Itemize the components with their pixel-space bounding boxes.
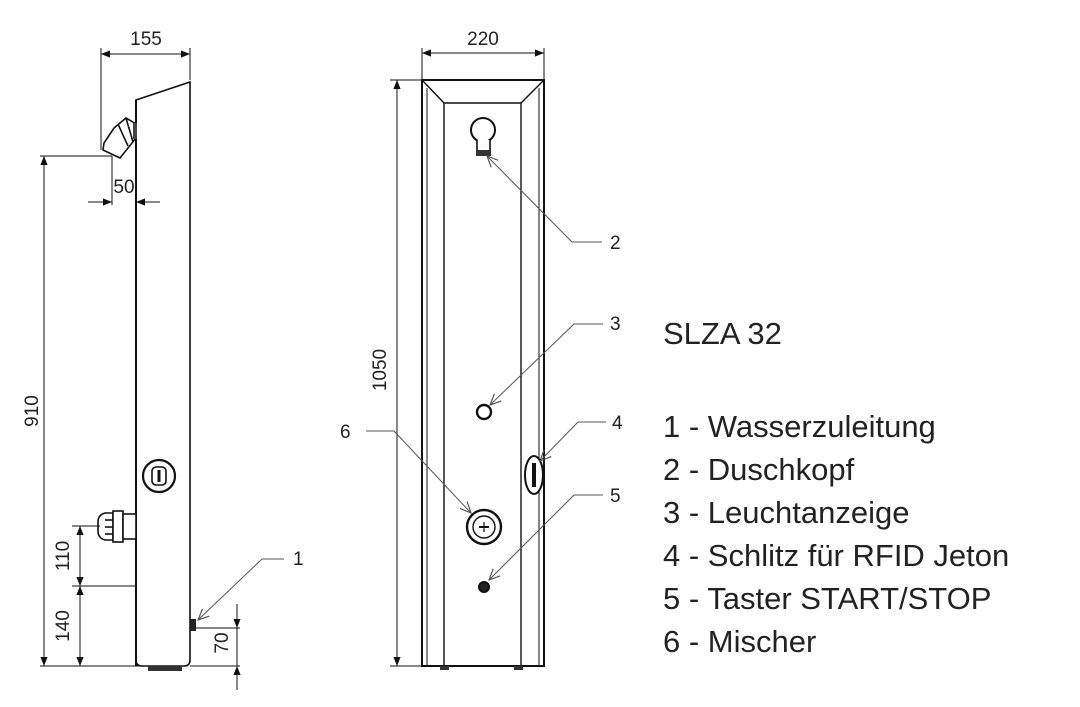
front-view [421,79,545,670]
legend-item-5: 5 - Taster START/STOP [663,581,992,616]
callout-3: 3 [610,314,621,335]
legend-item-3: 3 - Leuchtanzeige [663,495,910,530]
model-title: SLZA 32 [663,316,782,351]
front-column-outline [421,79,545,667]
side-column-foot [148,666,182,671]
dim-label-155: 155 [130,29,162,50]
legend-item-2: 2 - Duschkopf [663,452,855,487]
dim-label-140: 140 [53,610,74,642]
rfid-slot-front [524,455,544,495]
callout-1: 1 [293,549,304,570]
dim-label-910: 910 [22,395,43,427]
side-dimensions [40,48,284,690]
dim-label-1050: 1050 [370,349,391,391]
legend-item-4: 4 - Schlitz für RFID Jeton [663,538,1010,573]
legend-item-1: 1 - Wasserzuleitung [663,409,936,444]
dim-label-110: 110 [53,541,74,571]
callout-6: 6 [340,422,351,443]
start-stop-button-front [478,581,490,593]
callout-leaders [366,156,606,580]
mixer-side [97,510,137,543]
mixer-front [465,508,503,546]
dim-label-70: 70 [212,632,233,653]
callout-4: 4 [612,413,623,434]
shower-head-front [470,117,496,156]
shower-head-side [102,117,137,159]
side-column-outline [135,80,191,667]
legend-item-6: 6 - Mischer [663,624,817,659]
side-view [97,80,196,671]
water-inlet-side [190,619,196,631]
dim-label-50: 50 [113,177,134,198]
front-dimensions [390,48,545,667]
dim-label-220: 220 [467,29,499,50]
callout-2: 2 [610,233,621,254]
legend-list: 1 - Wasserzuleitung 2 - Duschkopf 3 - Le… [663,405,1009,663]
callout-5: 5 [610,486,621,507]
indicator-light-front [475,403,493,421]
rfid-slot-side [141,458,177,494]
